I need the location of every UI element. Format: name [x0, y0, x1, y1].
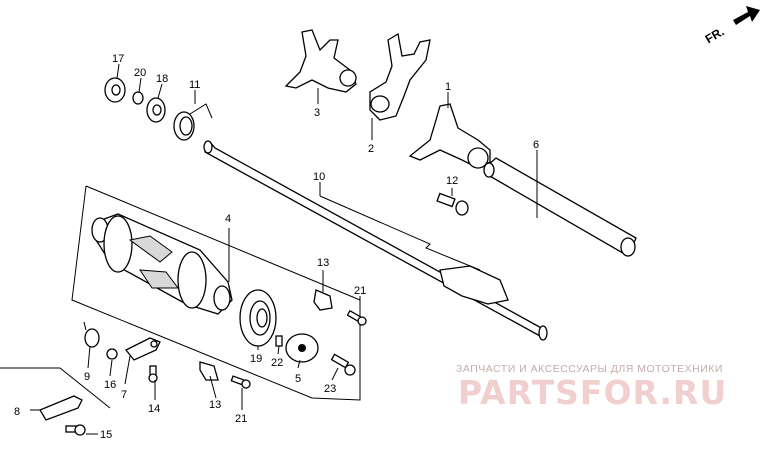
leader-lines: [0, 63, 538, 435]
front-direction-label: FR.: [703, 24, 727, 46]
callout-7: 7: [121, 389, 127, 401]
callout-5: 5: [295, 373, 301, 385]
callout-8: 8: [14, 406, 20, 418]
callout-17: 17: [112, 53, 124, 65]
callout-21-lower: 21: [235, 413, 247, 425]
callout-12: 12: [446, 175, 458, 187]
stopper-plate-upper: [313, 289, 333, 311]
return-spring: [173, 103, 213, 141]
washer-18: [146, 97, 166, 123]
callout-13-upper: 13: [317, 257, 329, 269]
dowel-pin: [275, 335, 283, 347]
callout-21-upper: 21: [354, 285, 366, 297]
callout-15: 15: [100, 429, 112, 441]
callout-13-lower: 13: [209, 399, 221, 411]
shift-fork-2: [369, 32, 431, 121]
callout-16: 16: [104, 379, 116, 391]
callout-9: 9: [84, 371, 90, 383]
bolt-23: [330, 353, 356, 376]
callout-11: 11: [189, 79, 200, 91]
shift-fork-shaft-short: [483, 157, 637, 257]
stopper-arm-8: [39, 395, 83, 421]
spring-9: [83, 321, 100, 348]
shift-fork-1: [408, 103, 491, 169]
callout-1: 1: [445, 81, 451, 93]
watermark-brand: PARTSFOR.RU: [458, 373, 727, 412]
washer-17: [104, 77, 126, 103]
callout-6: 6: [533, 139, 539, 151]
stopper-arm: [124, 337, 161, 361]
callout-23: 23: [324, 383, 336, 395]
callout-2: 2: [368, 143, 374, 155]
front-arrow-icon: FR.: [703, 6, 760, 46]
assembly-bracket: [71, 185, 361, 401]
collar-20: [132, 91, 144, 105]
callout-22: 22: [271, 357, 283, 369]
guide-pin: [436, 192, 469, 216]
shift-fork-3: [284, 29, 357, 93]
bolt-21-lower: [230, 375, 251, 389]
callout-4: 4: [225, 213, 231, 225]
callout-labels: 1 2 3 4 5 6 7 8 9 10 11 12 13 13 14 15 1…: [14, 53, 539, 441]
bolt-15: [65, 424, 86, 436]
washer-16: [106, 348, 118, 360]
bolt-14: [148, 365, 158, 383]
drum-center: [285, 333, 319, 363]
shift-arm: [439, 265, 509, 305]
callout-19: 19: [250, 353, 262, 365]
callout-20: 20: [134, 67, 146, 79]
callout-18: 18: [156, 73, 168, 85]
callout-14: 14: [148, 403, 160, 415]
bolt-21-upper: [346, 309, 367, 326]
callout-3: 3: [314, 107, 320, 119]
watermark-subtitle: ЗАПЧАСТИ И АКСЕССУАРЫ ДЛЯ МОТОТЕХНИКИ: [456, 363, 723, 375]
shift-drum: [91, 213, 233, 315]
callout-10: 10: [313, 171, 325, 183]
stopper-plate-lower: [199, 361, 219, 381]
bearing: [239, 289, 277, 347]
